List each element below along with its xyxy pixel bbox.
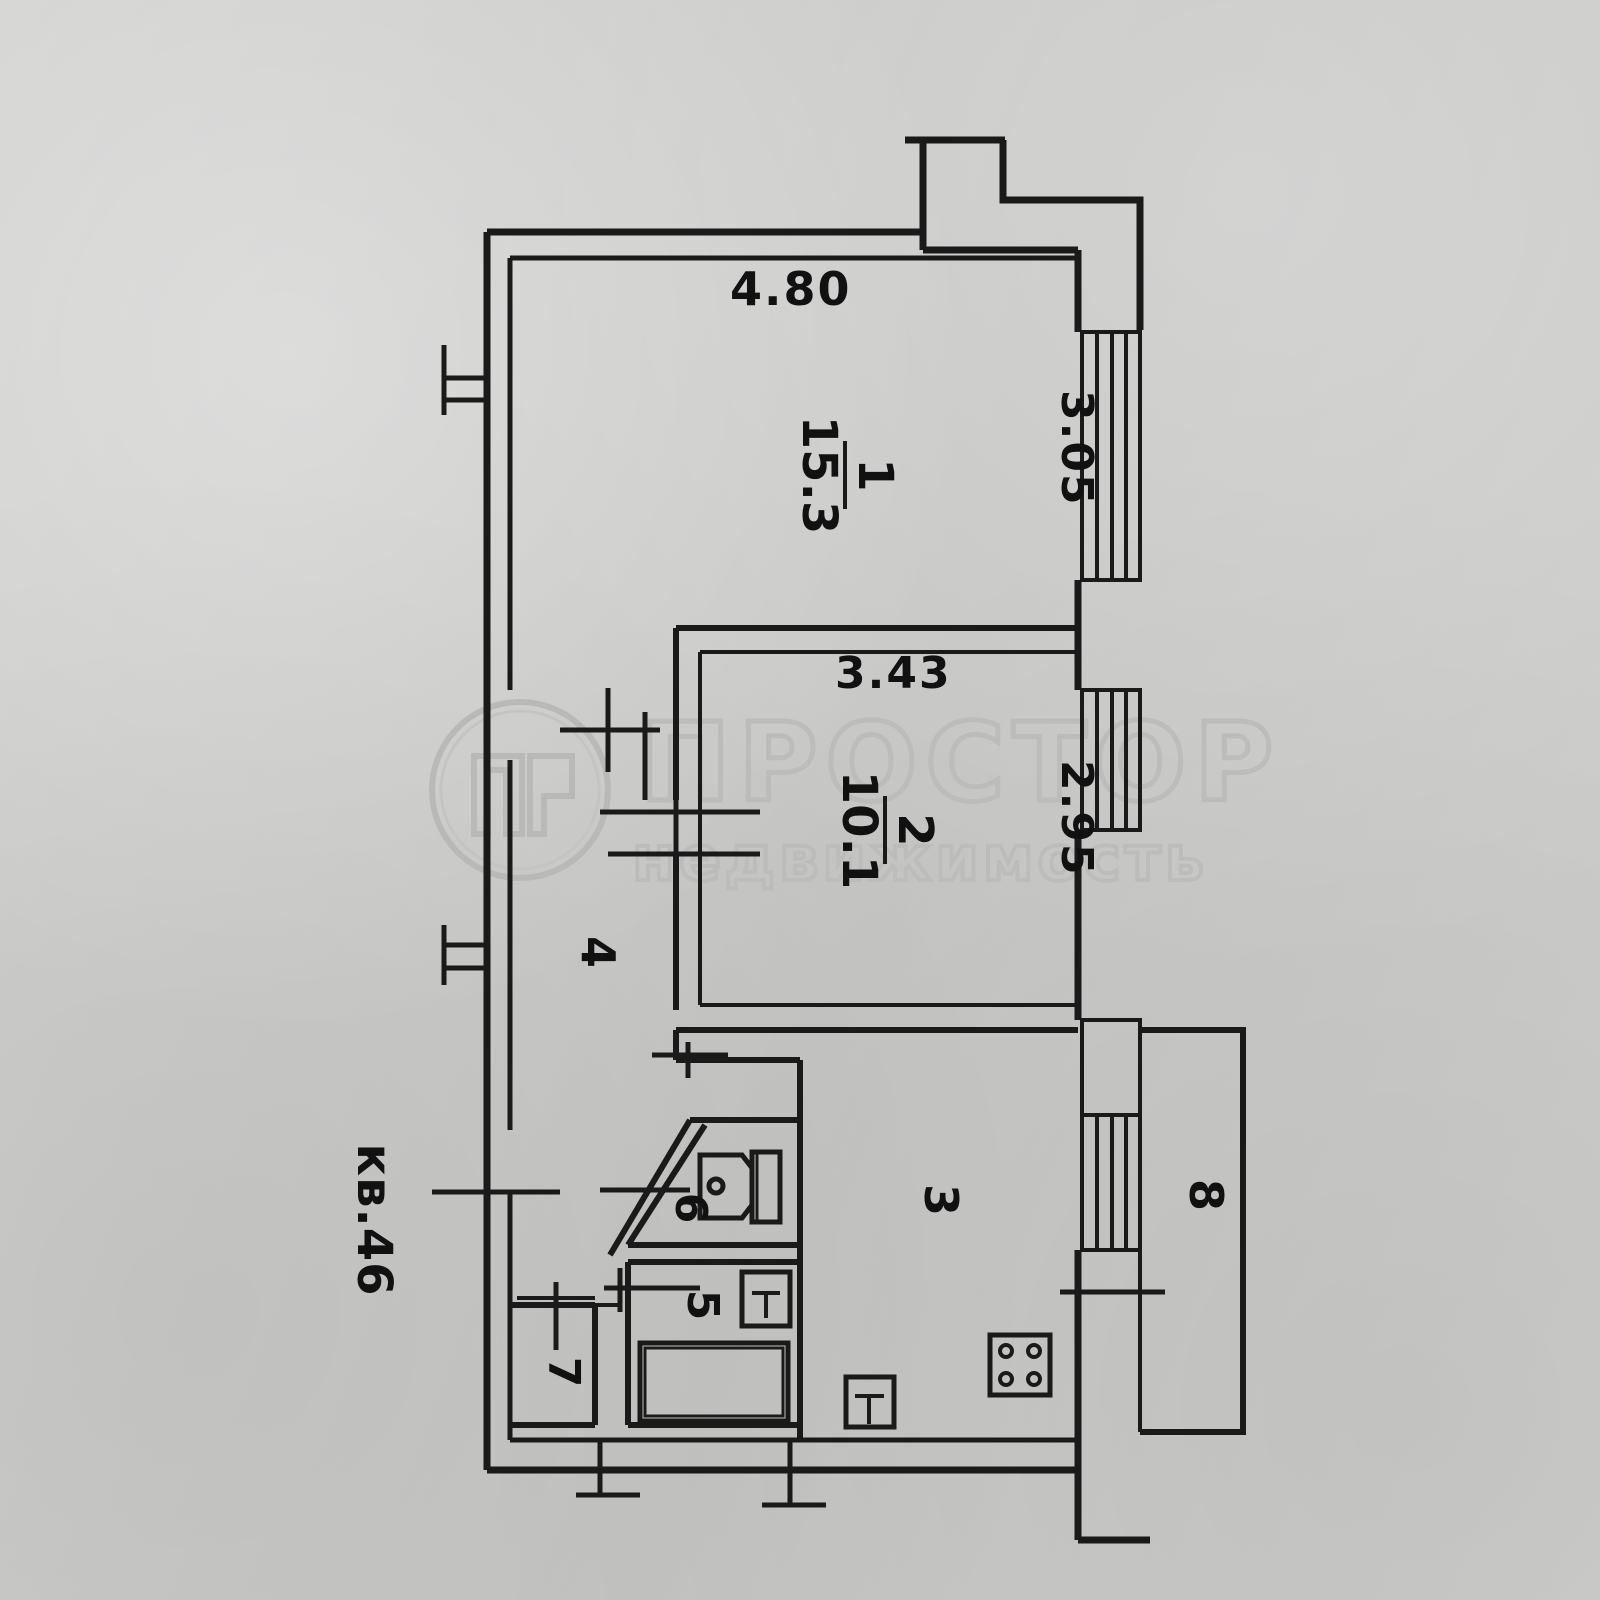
room-2-number: 2 bbox=[887, 813, 943, 846]
room-2-area: 10.1 bbox=[831, 771, 887, 889]
room-1-number: 1 bbox=[847, 458, 903, 491]
room-6-number: 6 bbox=[665, 1193, 716, 1224]
room-5-number: 5 bbox=[677, 1290, 728, 1321]
dimension-ticks bbox=[432, 140, 1165, 1540]
dimension-room2-width: 3.43 bbox=[835, 648, 952, 699]
room-3-number: 3 bbox=[914, 1184, 968, 1216]
exterior-wall-inner-face bbox=[507, 255, 1078, 1443]
bathtub-fixture bbox=[637, 1340, 791, 1424]
window-room-3-balcony-door bbox=[1080, 1018, 1142, 1252]
stove-fixture bbox=[987, 1332, 1053, 1398]
dimension-room2-depth: 2.95 bbox=[1051, 760, 1102, 877]
room-8-number: 8 bbox=[1179, 1179, 1233, 1211]
balcony-outline-room-8 bbox=[1138, 1027, 1246, 1435]
sink-fixture bbox=[739, 1269, 793, 1329]
room-7-number: 7 bbox=[538, 1357, 589, 1388]
room-4-number: 4 bbox=[571, 936, 625, 968]
room-1-label: 1 15.3 bbox=[791, 416, 903, 534]
exterior-walls bbox=[483, 136, 1150, 1544]
interior-wall-room1-room2 bbox=[673, 625, 1078, 1033]
apartment-number-label: кв.46 bbox=[346, 1144, 402, 1297]
window-room-2 bbox=[1080, 688, 1142, 832]
room-1-area: 15.3 bbox=[791, 416, 847, 534]
dimension-room1-depth: 3.05 bbox=[1051, 390, 1102, 507]
toilet-fixture bbox=[697, 1149, 783, 1225]
dimension-top-width: 4.80 bbox=[730, 262, 852, 316]
window-room-1 bbox=[1080, 330, 1142, 582]
radiator-fixture bbox=[843, 1374, 897, 1430]
interior-wall-hallway-kitchen bbox=[673, 1030, 803, 1440]
room-2-label: 2 10.1 bbox=[831, 771, 943, 889]
